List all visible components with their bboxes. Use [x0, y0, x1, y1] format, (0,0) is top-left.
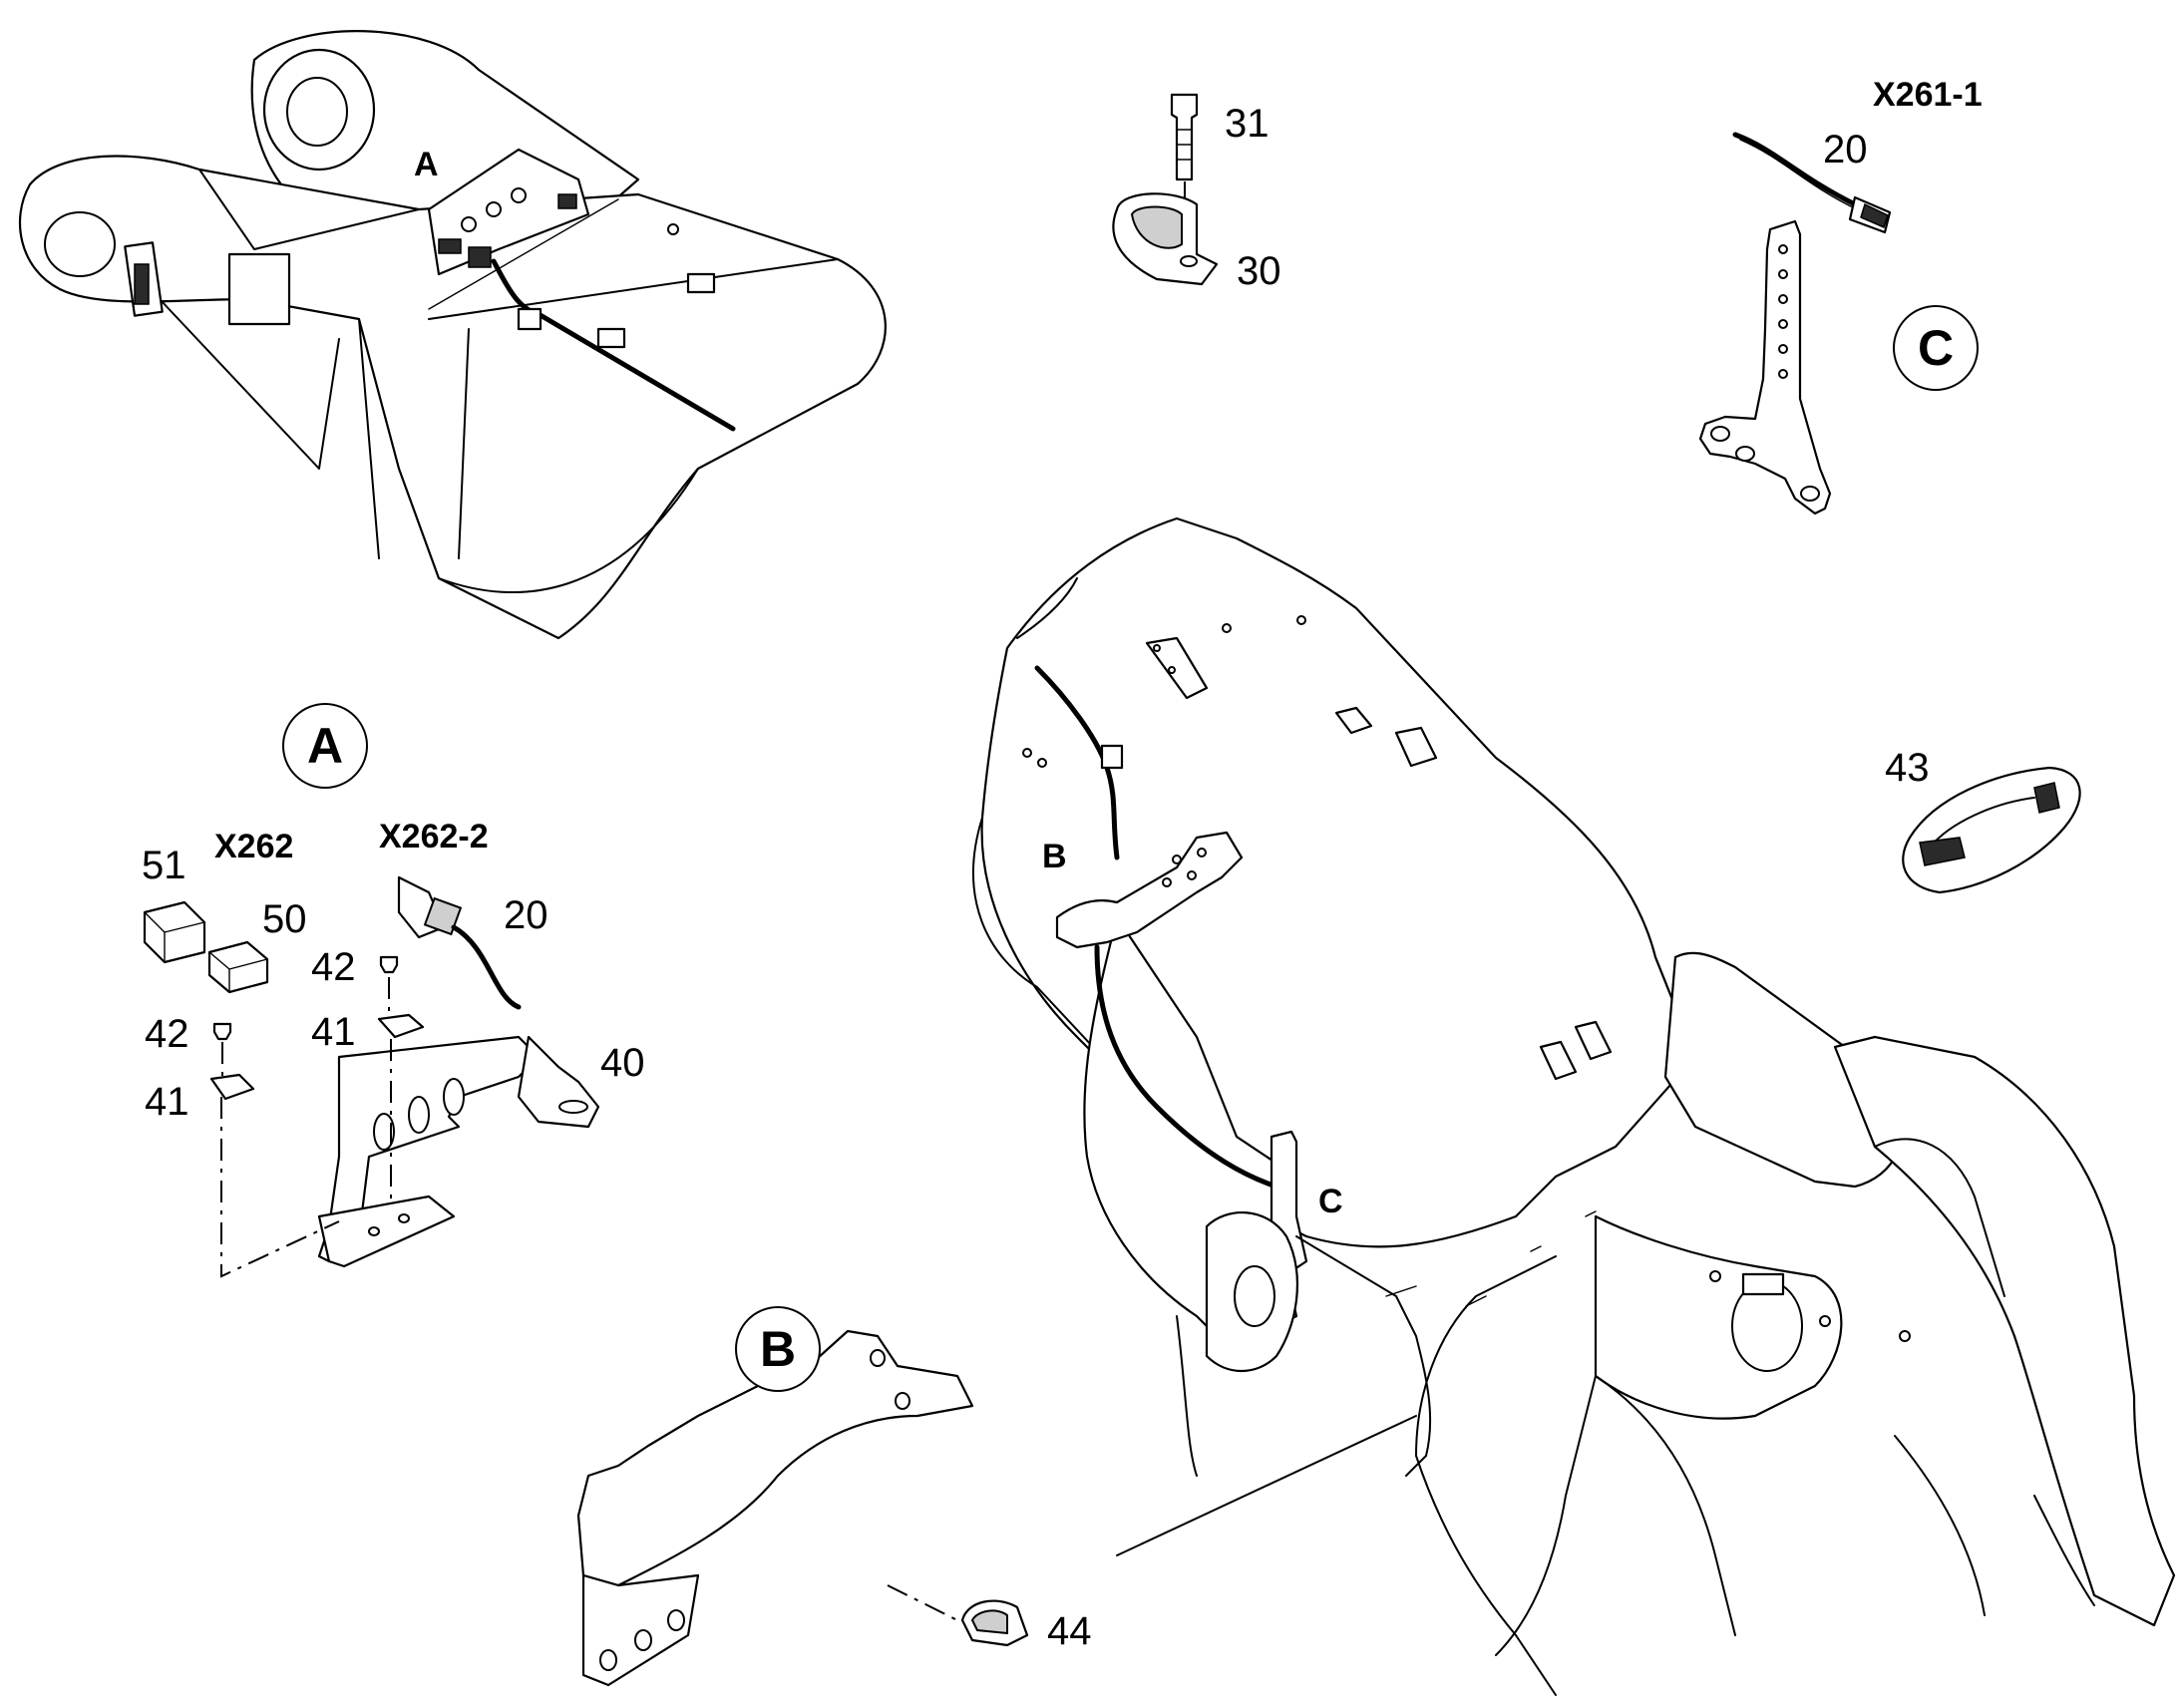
part-callout-41-left: 41	[145, 1080, 189, 1124]
detail-a-parts	[143, 875, 600, 1278]
detail-view-c-badge: C	[1893, 305, 1979, 391]
detail-view-a-badge: A	[282, 703, 368, 789]
part-callout-20-a: 20	[504, 893, 548, 937]
connector-x262-label: X262	[214, 828, 294, 865]
detail-b-parts	[576, 1329, 1029, 1687]
detail-view-b-badge: B	[735, 1306, 821, 1392]
part-callout-41-right: 41	[311, 1010, 356, 1054]
part-callout-40: 40	[600, 1041, 645, 1085]
part-callout-31: 31	[1225, 102, 1270, 146]
part-callout-30: 30	[1237, 249, 1281, 293]
overview-callout-b: B	[1042, 838, 1067, 875]
part-callout-42-right: 42	[311, 945, 356, 989]
boom-arm-overview	[18, 30, 887, 640]
detail-c-parts	[1698, 132, 1892, 515]
connector-x262-2-label: X262-2	[379, 818, 489, 855]
overview-callout-c: C	[1318, 1183, 1343, 1220]
part-callout-42-left: 42	[145, 1012, 189, 1056]
part-callout-50: 50	[262, 897, 307, 941]
connector-x261-1-label: X261-1	[1873, 76, 1983, 114]
part-callout-20-top: 20	[1823, 128, 1868, 171]
clamp-and-bolt	[1112, 93, 1219, 286]
part-callout-43: 43	[1885, 746, 1930, 790]
part-callout-44: 44	[1047, 1609, 1092, 1653]
main-frame-overview	[972, 516, 2176, 1696]
overview-callout-a: A	[414, 146, 439, 183]
part-callout-51: 51	[142, 844, 186, 887]
cable-tie-strap	[1902, 766, 2081, 894]
